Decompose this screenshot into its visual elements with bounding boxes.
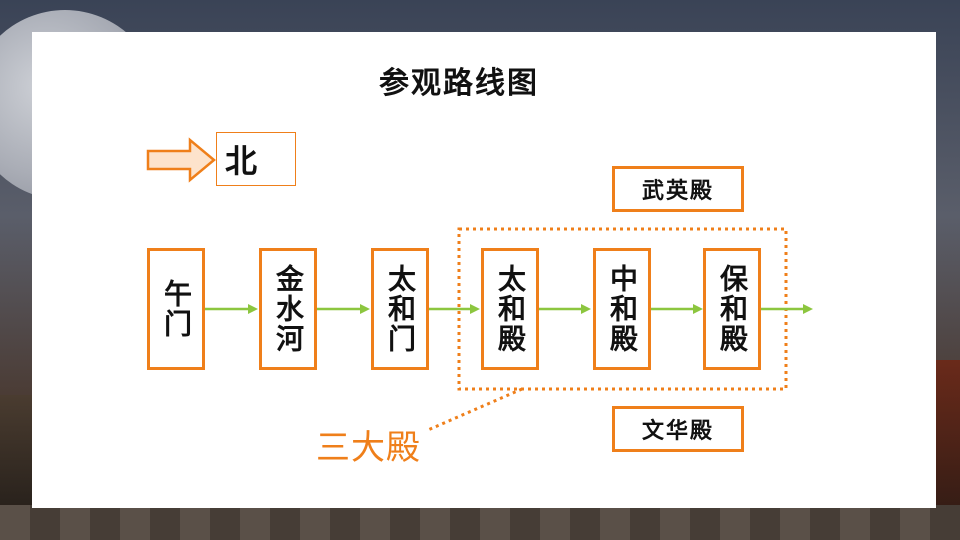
route-node-jinshuihe: 金水河 [259,248,317,370]
group-label: 三大殿 [316,428,421,468]
north-arrow-icon [146,137,216,183]
route-node-taihedian: 太和殿 [481,248,539,370]
side-hall-wuyingdian: 武英殿 [612,166,744,212]
north-label: 北 [216,132,296,186]
route-node-taihemen: 太和门 [371,248,429,370]
route-node-zhonghedian: 中和殿 [593,248,651,370]
route-node-baohedian: 保和殿 [703,248,761,370]
group-label-pointer [427,387,523,432]
page-title: 参观路线图 [379,66,539,101]
side-hall-wenhuadian: 文华殿 [612,406,744,452]
background-floor [0,505,960,540]
route-node-wumen: 午门 [147,248,205,370]
